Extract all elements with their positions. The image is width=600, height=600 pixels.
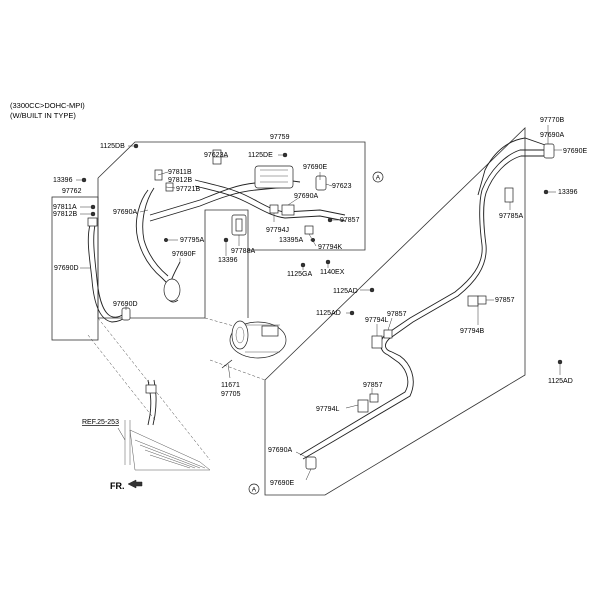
dash-guide — [87, 334, 156, 421]
label-97795a: 97795A — [180, 237, 204, 244]
label-97623: 97623 — [332, 183, 352, 190]
label-13396: 13396 — [558, 189, 578, 196]
marker-a-upper: A — [372, 171, 384, 183]
pipe-97759-upper — [194, 179, 346, 216]
label-97762: 97762 — [62, 188, 82, 195]
label-97794k: 97794K — [318, 244, 342, 251]
label-97690d: 97690D — [113, 301, 138, 308]
fitting-97690e-upper — [543, 143, 555, 159]
label-front: FR. — [110, 481, 125, 491]
label-1125ga: 1125GA — [287, 271, 312, 278]
label-97857: 97857 — [387, 311, 407, 318]
label-97759: 97759 — [270, 134, 290, 141]
label-97794l: 97794L — [365, 317, 388, 324]
label-97811b: 97811B — [168, 169, 192, 176]
leader-lines — [76, 125, 562, 481]
group-box-97770b — [264, 127, 526, 496]
bracket-97794b — [467, 295, 479, 307]
group-box-97759 — [97, 141, 366, 319]
label-97857: 97857 — [495, 297, 515, 304]
label-97788a: 97788A — [231, 248, 255, 255]
muffler-97759 — [254, 165, 294, 189]
label-97690a: 97690A — [294, 193, 318, 200]
header-type-spec: (W/BUILT IN TYPE) — [10, 111, 76, 120]
label-97811a: 97811A — [53, 204, 77, 211]
svg-text:A: A — [252, 487, 257, 494]
label-1125ad: 1125AD — [316, 310, 341, 317]
label-97794b: 97794B — [460, 328, 484, 335]
marker-a-lower: A — [248, 483, 260, 495]
label-13395a: 13395A — [279, 237, 303, 244]
label-11671: 11671 — [221, 382, 240, 389]
pipe-97770b-b — [302, 155, 548, 460]
bracket-97794j — [269, 204, 279, 214]
label-1125de: 1125DE — [248, 152, 273, 159]
hose-97690a-outline — [142, 187, 169, 277]
label-97690a: 97690A — [540, 132, 564, 139]
label-97690e: 97690E — [270, 480, 294, 487]
label-97690d: 97690D — [54, 265, 79, 272]
label-97770b: 97770B — [540, 117, 564, 124]
part-97785a — [504, 187, 514, 203]
label-97690a: 97690A — [113, 209, 137, 216]
label-97721b: 97721B — [176, 186, 200, 193]
header-engine-spec: (3300CC>DOHC-MPI) — [10, 101, 85, 110]
label-97857: 97857 — [340, 217, 360, 224]
label-13396: 13396 — [53, 177, 73, 184]
label-97690e: 97690E — [303, 164, 327, 171]
connector-block — [87, 217, 98, 227]
hose-97690d — [87, 224, 129, 323]
compressor-97705 — [229, 320, 287, 359]
label-97794j: 97794J — [266, 227, 289, 234]
pipe-97770b-c — [477, 137, 549, 196]
bracket-97857 — [369, 393, 379, 403]
label-1125ad: 1125AD — [333, 288, 358, 295]
label-1125db: 1125DB — [100, 143, 125, 150]
bracket-97857 — [383, 329, 393, 339]
label-97857: 97857 — [363, 382, 383, 389]
label-97794l: 97794L — [316, 406, 339, 413]
label-13396: 13396 — [218, 257, 238, 264]
label-97690f: 97690F — [172, 251, 196, 258]
label-97623a: 97623A — [204, 152, 228, 159]
bracket-97794l — [371, 335, 383, 349]
label-97690e: 97690E — [563, 148, 587, 155]
hose-97690d-outline — [93, 224, 128, 318]
bolt-11671 — [221, 359, 233, 369]
label-97812b: 97812B — [53, 211, 77, 218]
label-97812b: 97812B — [168, 177, 192, 184]
fitting-97690f — [163, 278, 181, 302]
front-arrow-icon — [127, 479, 143, 489]
condenser-ref — [124, 420, 211, 471]
label-ref: REF.25-253 — [82, 419, 119, 426]
label-1125ad: 1125AD — [548, 378, 573, 385]
label-97705: 97705 — [221, 391, 241, 398]
fitting-97690a-lower — [305, 456, 317, 470]
pipe-97770b-a — [299, 149, 548, 456]
dash-guide — [209, 359, 266, 381]
fitting-97623 — [315, 175, 327, 191]
pipe-97759-lower — [194, 185, 346, 222]
pipe-97623-outline — [149, 186, 287, 222]
bracket-97794l — [357, 399, 369, 413]
bracket-97690a — [281, 204, 295, 216]
bracket-97794k — [304, 225, 314, 235]
pipe-condenser-inlet — [147, 379, 152, 426]
svg-text:A: A — [376, 175, 381, 182]
label-1140ex: 1140EX — [320, 269, 345, 276]
label-97785a: 97785A — [499, 213, 523, 220]
label-97690a: 97690A — [268, 447, 292, 454]
bracket-97857 — [477, 295, 487, 305]
